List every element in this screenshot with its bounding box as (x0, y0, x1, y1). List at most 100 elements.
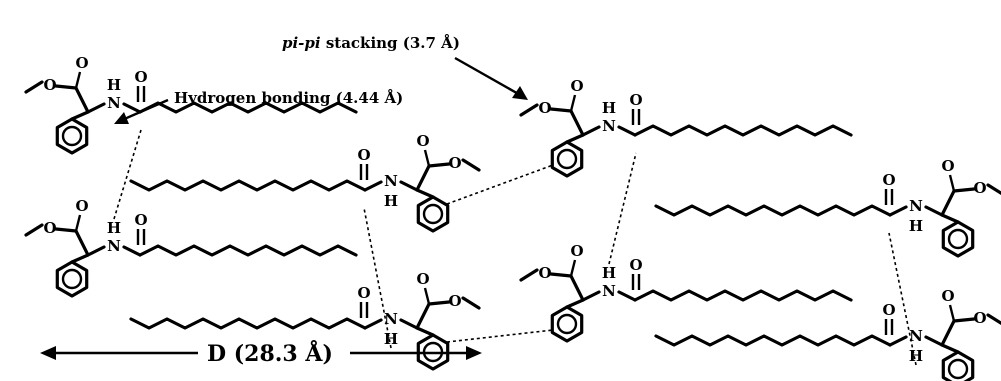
methyl-bond (24, 80, 44, 94)
phenyl-aromatic-circle (61, 268, 83, 290)
ester-carbonyl-oxygen: O (75, 54, 88, 72)
hydrogen-bonding-arrow-line (121, 98, 169, 122)
methyl-bond (519, 103, 539, 117)
amide-bond (122, 102, 142, 114)
amide-hydrogen: H (384, 330, 398, 348)
phenyl-aromatic-circle (947, 228, 969, 250)
alkyl-chain (654, 204, 892, 217)
ester-bond (569, 109, 585, 137)
ester-carbonyl (423, 287, 431, 305)
amide-hydrogen: H (107, 76, 121, 94)
ester-oxygen: O (43, 76, 56, 94)
methyl-bond (24, 223, 44, 237)
ester-oxygen: O (448, 292, 461, 310)
ester-bond (74, 86, 90, 114)
ester-single-bond (549, 107, 573, 113)
ester-single-bond (427, 300, 451, 306)
alkyl-chain (633, 289, 853, 302)
ester-carbonyl-oxygen: O (941, 157, 954, 175)
interaction-layer (113, 129, 917, 366)
carbonyl-oxygen: O (357, 146, 370, 164)
ester-carbonyl-oxygen: O (570, 77, 583, 95)
alpha-bond (581, 290, 601, 302)
distance-arrow-right-head (466, 346, 482, 360)
alpha-bond (399, 180, 419, 192)
ester-carbonyl (74, 71, 82, 89)
ester-single-bond (952, 317, 976, 323)
ester-single-bond (427, 162, 451, 168)
ester-oxygen: O (973, 309, 986, 327)
pi-stacking-arrow-line (454, 56, 523, 98)
alkyl-chain (633, 124, 853, 137)
ester-bond (569, 274, 585, 302)
phenyl-ring (416, 195, 450, 233)
amide-hydrogen: H (602, 264, 616, 282)
pi-stacking-prefix: pi-pi (282, 34, 321, 52)
amide-nitrogen: N (602, 117, 616, 135)
ester-oxygen: O (448, 154, 461, 172)
amide-nitrogen: N (909, 327, 923, 345)
alpha-bond (86, 245, 106, 257)
amide-bond (363, 180, 383, 192)
ester-carbonyl-oxygen: O (570, 242, 583, 260)
ring-bond (565, 298, 585, 309)
distance-label: D (28.3 Å) (207, 340, 333, 367)
phenyl-aromatic-circle (61, 125, 83, 147)
hydrogen-bonding-arrow-head (114, 112, 129, 124)
amide-nitrogen: N (384, 310, 398, 328)
ester-oxygen: O (538, 264, 551, 282)
pi-stacking-link-2 (446, 329, 554, 343)
ester-carbonyl-oxygen: O (416, 270, 429, 288)
alpha-bond (581, 125, 601, 137)
amide-hydrogen: H (107, 219, 121, 237)
ester-single-bond (952, 187, 976, 193)
ester-carbonyl-oxygen: O (75, 197, 88, 215)
ring-bond (70, 253, 90, 264)
alkyl-chain (138, 101, 358, 114)
pi-stacking-arrow-head (512, 86, 528, 100)
ester-carbonyl (569, 94, 577, 112)
phenyl-ring (55, 117, 89, 155)
ester-bond (415, 164, 431, 192)
amide-nitrogen: N (107, 237, 121, 255)
ring-bond (70, 110, 90, 121)
phenyl-ring (416, 333, 450, 371)
hydrogen-bond-4 (888, 232, 917, 366)
ester-carbonyl-oxygen: O (941, 287, 954, 305)
ring-bond (565, 133, 585, 144)
carbonyl-oxygen: O (629, 91, 642, 109)
phenyl-ring (55, 260, 89, 298)
alpha-bond (86, 102, 106, 114)
phenyl-aromatic-circle (556, 313, 578, 335)
carbonyl-oxygen: O (882, 301, 895, 319)
ring-bond (415, 188, 435, 199)
ester-carbonyl (948, 304, 956, 322)
alkyl-chain (654, 334, 892, 347)
methyl-bond (519, 268, 539, 282)
amide-bond (617, 290, 637, 302)
amide-bond (617, 125, 637, 137)
methyl-bond (461, 158, 481, 172)
amide-nitrogen: N (909, 197, 923, 215)
carbonyl-oxygen: O (882, 171, 895, 189)
alkyl-chain (129, 317, 367, 330)
alkyl-chain (129, 179, 367, 192)
ester-single-bond (54, 227, 78, 233)
ring-bond (940, 213, 960, 224)
phenyl-ring (550, 305, 584, 343)
amide-hydrogen: H (602, 99, 616, 117)
amide-nitrogen: N (107, 94, 121, 112)
ester-oxygen: O (973, 179, 986, 197)
amide-bond (888, 205, 908, 217)
ester-carbonyl (423, 149, 431, 167)
ester-bond (940, 319, 956, 347)
carbonyl-oxygen: O (134, 68, 147, 86)
phenyl-aromatic-circle (422, 203, 444, 225)
